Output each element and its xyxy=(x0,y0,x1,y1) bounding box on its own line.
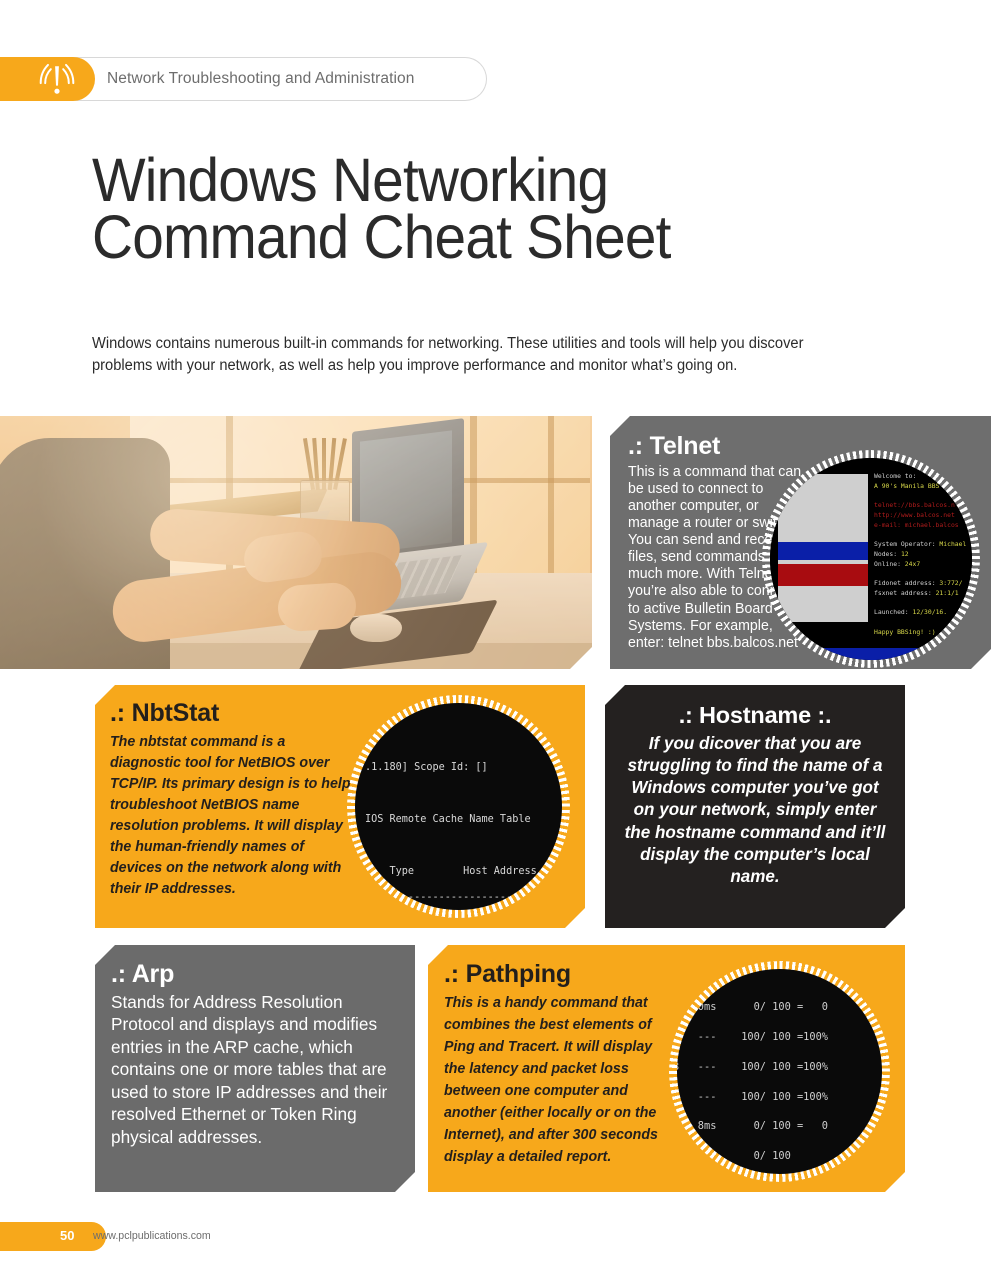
header-badge: Network Troubleshooting and Administrati… xyxy=(0,57,487,101)
flag-blue-band xyxy=(778,542,868,560)
photo-warm-overlay xyxy=(0,416,592,669)
card-telnet-title: .: Telnet xyxy=(628,432,721,460)
footer-url[interactable]: www.pclpublications.com xyxy=(93,1230,211,1242)
card-nbtstat: .: NbtStat The nbtstat command is a diag… xyxy=(95,685,585,928)
card-nbtstat-title: .: NbtStat xyxy=(110,699,220,727)
pathping-terminal-text: 0ms 0/ 100 = 0 2 --- 100/ 100 =100% 3 --… xyxy=(697,1001,828,1163)
header-title: Network Troubleshooting and Administrati… xyxy=(107,70,415,87)
page-title: Windows Networking Command Cheat Sheet xyxy=(92,146,799,271)
page-title-line2: Command Cheat Sheet xyxy=(92,202,671,271)
card-arp-title: .: Arp xyxy=(111,960,175,988)
nbtstat-terminal-text: .1.180] Scope Id: [] IOS Remote Cache Na… xyxy=(365,762,543,904)
pathping-terminal-image: 0ms 0/ 100 = 0 2 --- 100/ 100 =100% 3 --… xyxy=(677,969,882,1174)
hero-photo xyxy=(0,416,592,669)
intro-paragraph: Windows contains numerous built-in comma… xyxy=(92,335,804,375)
card-nbtstat-body: The nbtstat command is a diagnostic tool… xyxy=(110,734,351,897)
card-telnet: .: Telnet This is a command that can be … xyxy=(610,416,991,669)
nbtstat-terminal-image: .1.180] Scope Id: [] IOS Remote Cache Na… xyxy=(355,703,562,910)
telnet-connected-text: ected. xyxy=(784,460,808,468)
card-arp-body: Stands for Address Resolution Protocol a… xyxy=(111,992,388,1147)
card-pathping-title: .: Pathping xyxy=(444,960,571,988)
page-title-line1: Windows Networking xyxy=(92,146,609,214)
wifi-alert-icon xyxy=(36,63,78,95)
telnet-bottom-band xyxy=(770,648,972,660)
card-telnet-body: This is a command that can be used to co… xyxy=(628,464,802,651)
card-hostname-title: .: Hostname :. xyxy=(678,702,832,728)
card-hostname: .: Hostname :. If you dicover that you a… xyxy=(605,685,905,928)
card-pathping: .: Pathping This is a handy command that… xyxy=(428,945,905,1192)
footer-page-pill xyxy=(0,1222,106,1251)
card-arp: .: Arp Stands for Address Resolution Pro… xyxy=(95,945,415,1192)
photo-sunlight-glow xyxy=(0,416,592,669)
card-pathping-body: This is a handy command that combines th… xyxy=(444,995,658,1166)
footer-page-number: 50 xyxy=(60,1228,75,1243)
flag-red-band xyxy=(778,564,868,586)
card-hostname-body: If you dicover that you are struggling t… xyxy=(624,733,886,886)
telnet-flag-graphic xyxy=(778,474,868,622)
